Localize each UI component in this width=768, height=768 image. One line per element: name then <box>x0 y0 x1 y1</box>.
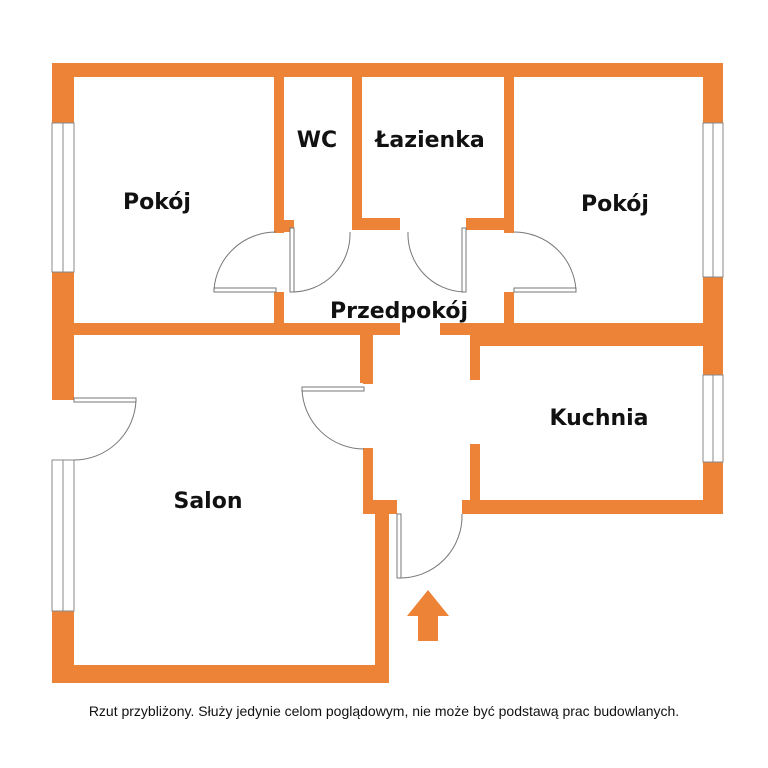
room-label-pokoj-right: Pokój <box>581 192 649 217</box>
room-label-pokoj-left: Pokój <box>123 190 191 215</box>
room-label-przedpokoj: Przedpokój <box>330 299 468 324</box>
doors <box>73 227 577 579</box>
room-label-wc: WC <box>297 128 337 153</box>
walls <box>52 63 723 683</box>
arrow-up-icon <box>407 590 449 641</box>
disclaimer-caption: Rzut przybliżony. Służy jedynie celom po… <box>88 703 680 719</box>
room-label-kuchnia: Kuchnia <box>549 406 648 431</box>
windows <box>51 122 724 612</box>
room-label-lazienka: Łazienka <box>374 128 484 153</box>
room-label-salon: Salon <box>173 489 242 514</box>
